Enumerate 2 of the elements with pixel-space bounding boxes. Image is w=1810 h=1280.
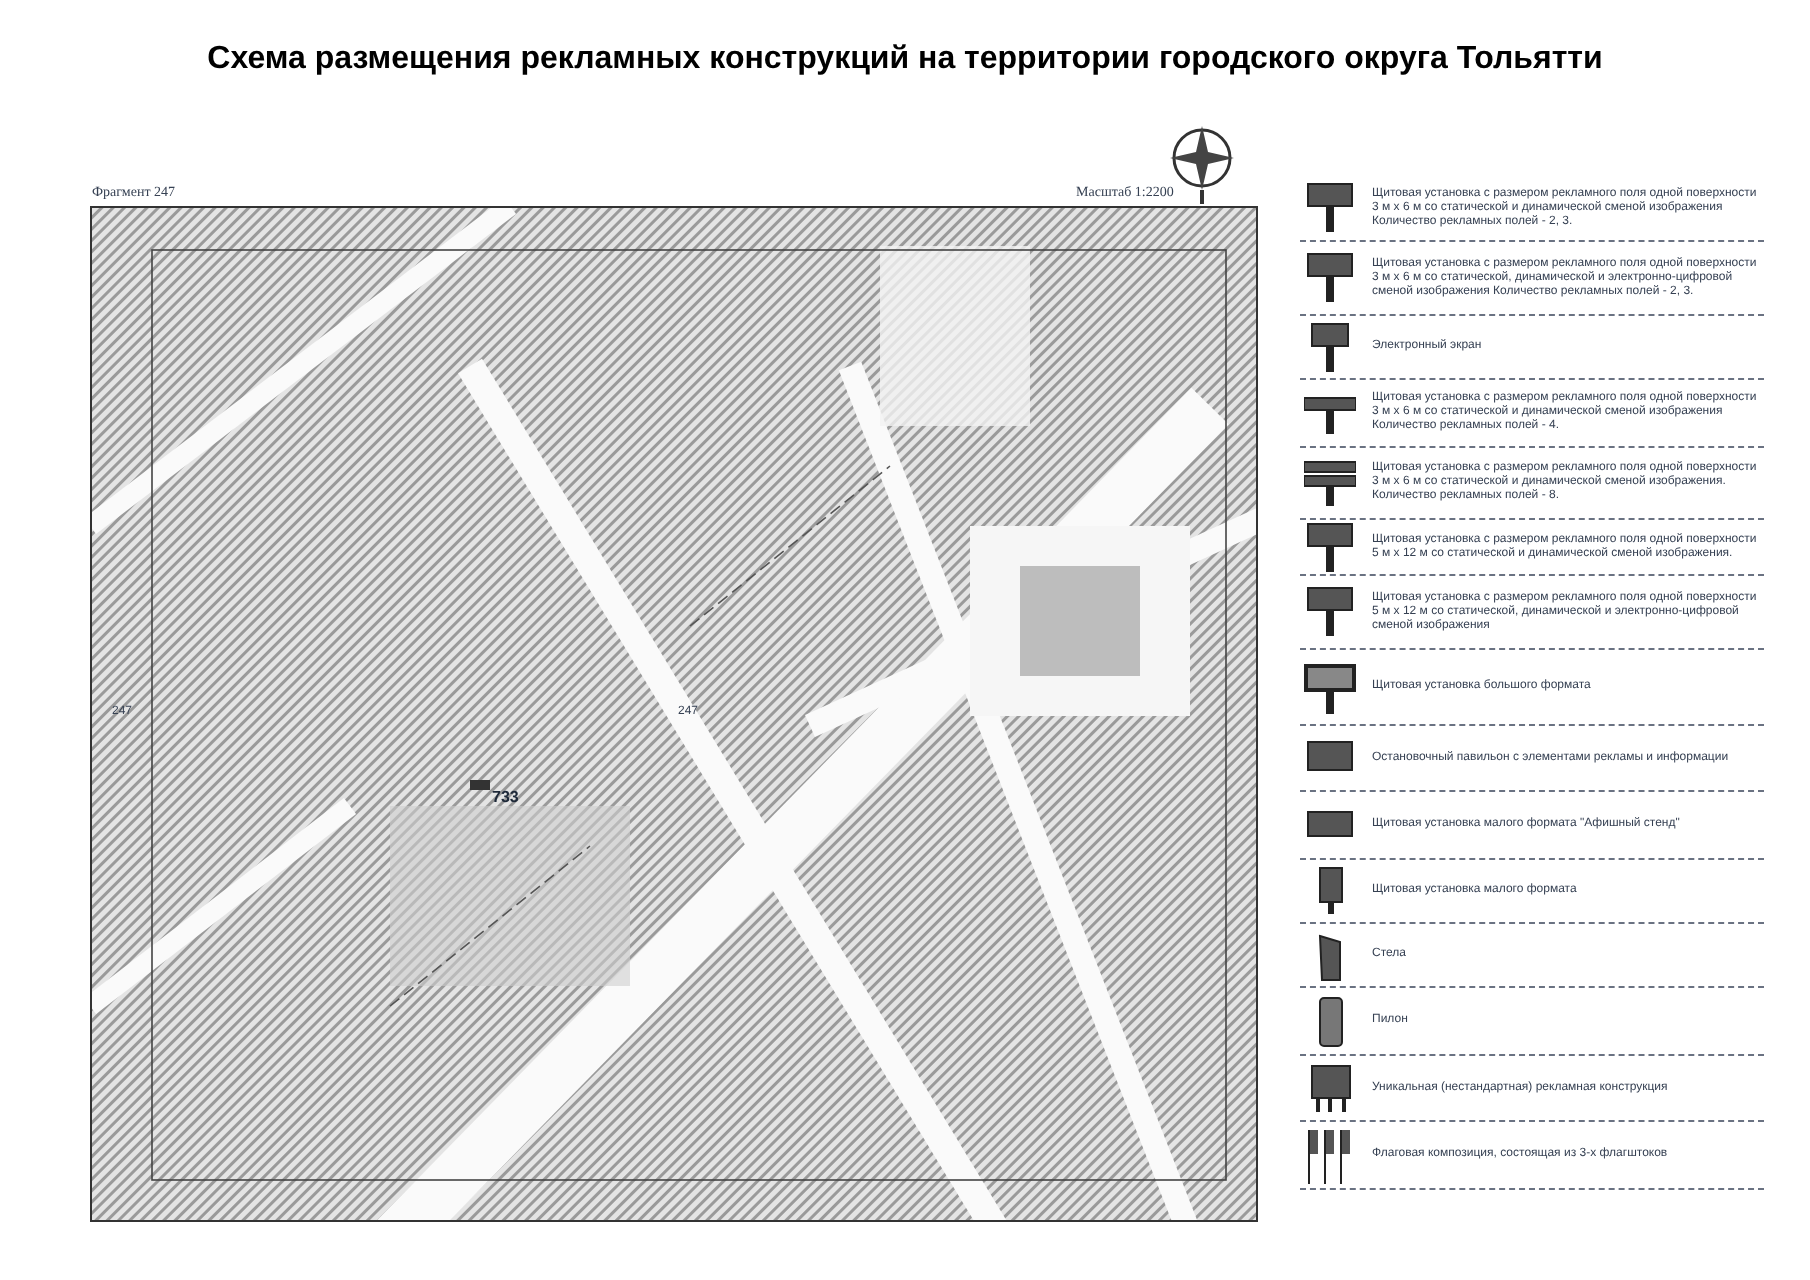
title: Схема размещения рекламных конструкций на территории городского округа Тольятти: [205, 40, 1605, 80]
billboard-number: 733: [492, 786, 519, 810]
